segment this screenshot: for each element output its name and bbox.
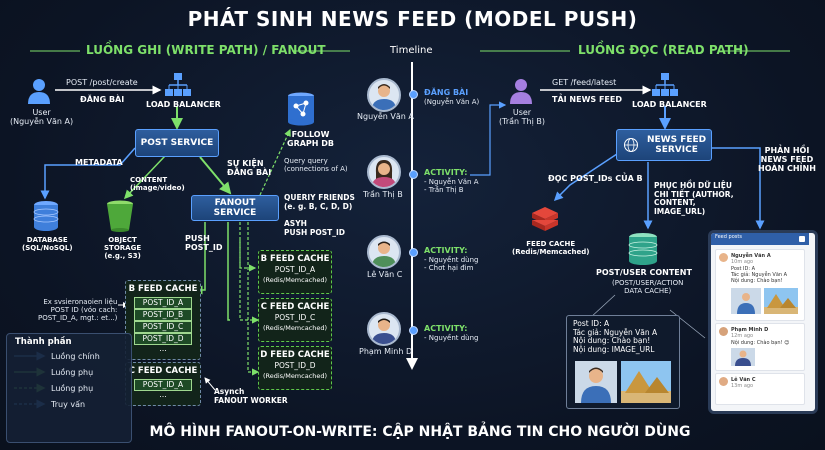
avatar-d [367, 312, 401, 346]
avatar-b [367, 155, 401, 189]
get-request-label: GET /feed/latest [552, 78, 617, 87]
post-image [764, 288, 798, 314]
timeline-name-b: Trần Thị B [363, 190, 403, 199]
response-label: PHẢN HỒI NEWS FEED HOÀN CHỈNH [758, 146, 816, 174]
page-title: PHÁT SINH NEWS FEED (MODEL PUSH) [187, 7, 638, 31]
user-a-label: User (Nguyễn Văn A) [10, 108, 74, 127]
feed-cache-label: FEED CACHE (Redis/Memcached) [512, 240, 590, 257]
user-b-icon [510, 79, 532, 104]
arrow-response [712, 147, 765, 230]
content-db-icon [628, 233, 658, 265]
user-b-label: User (Trần Thị B) [499, 108, 545, 127]
fanout-service-box: FANOUT SERVICE [191, 195, 279, 221]
load-balancer-icon [652, 73, 678, 96]
c-feed-cache: C FEED CACHE POST_ID_A ... [125, 362, 201, 406]
object-storage-label: OBJECT STORAGE (e.g., S3) [104, 236, 142, 261]
arrow-follow-query [259, 128, 291, 196]
avatar [719, 253, 728, 262]
timeline-dot [409, 170, 418, 179]
legend-item: Truy vấn [51, 400, 86, 409]
feed-post[interactable]: Nguyễn Văn A 10m ago Post ID: A Tác giả:… [715, 249, 805, 321]
write-path-header: LUỒNG GHI (WRITE PATH) / FANOUT [86, 43, 326, 57]
redis-icon [532, 207, 558, 231]
post-user-content-label: POST/USER CONTENT [596, 268, 692, 277]
database-label: DATABASE (SQL/NoSQL) [22, 236, 73, 253]
timeline-header: Timeline [390, 45, 433, 56]
news-feed-service-box: NEWS FEED SERVICE [616, 129, 712, 161]
arrow-read-cache [553, 151, 621, 202]
ex-note: Ex svsieronaoien liệu POST ID (vóo cach:… [38, 298, 118, 323]
post-service-box: POST SERVICE [135, 129, 219, 157]
avatar [719, 377, 728, 386]
legend: Thành phần Luồng chính Luồng phụ Luồng p… [6, 333, 132, 443]
post-image [621, 361, 671, 403]
bucket-icon [107, 200, 133, 232]
timeline-dot [409, 326, 418, 335]
arrow-post-fanout [199, 156, 232, 195]
timeline-dot [409, 248, 418, 257]
event-label: SỰ KIỆN ĐĂNG BÀI [227, 159, 272, 178]
timeline-dot [409, 90, 418, 99]
query-connections-label: Query query (connections of A) [284, 157, 348, 174]
post-request-label: POST /post/create [66, 78, 138, 87]
post-photo [731, 288, 761, 314]
author-photo [575, 361, 617, 403]
globe-icon [624, 138, 638, 152]
post-user-sub-label: (POST/USER/ACTION DATA CACHE) [612, 279, 684, 296]
async-worker-label: Asynch FANOUT WORKER [214, 387, 288, 405]
read-post-ids-label: ĐỌC POST_IDs CỦA B [548, 174, 643, 183]
read-path-header: LUỒNG ĐỌC (READ PATH) [578, 43, 749, 57]
query-friends-label: QUERIY FRIENDS (e. g. B, C, D, D) [284, 193, 355, 211]
timeline-name-d: Phạm Minh D [359, 347, 413, 356]
metadata-label: METADATA [75, 158, 123, 167]
follow-graph-label: FOLLOW GRAPH DB [287, 130, 334, 149]
load-balancer-read-label: LOAD BALANCER [632, 100, 707, 109]
avatar-c [367, 235, 401, 269]
feed-post[interactable]: Lê Văn C 13m ago [715, 373, 805, 405]
legend-item: Luồng phụ [51, 384, 94, 393]
phone-feed: Feed posts Nguyễn Văn A 10m ago Post ID:… [708, 230, 818, 414]
arrow-metadata [40, 147, 136, 200]
b-feed-cache-small: B FEED CACHE POST_ID_A (Redis/Memcached) [258, 250, 332, 294]
d-feed-cache-small: D FEED CACHE POST_ID_D (Redis/Memcached) [258, 346, 332, 390]
database-icon [33, 201, 59, 231]
load-balancer-icon [165, 73, 191, 96]
timeline-name-c: Lê Văn C [367, 270, 403, 279]
async-push-label: ASYH PUSH POST_ID [284, 219, 346, 237]
b-feed-cache: B FEED CACHE POST_ID_A POST_ID_B POST_ID… [125, 280, 201, 360]
load-balancer-label: LOAD BALANCER [146, 100, 221, 109]
hydrate-label: PHỤC HỒI DỮ LIỆU CHI TIẾT (AUTHOR, CONTE… [654, 181, 734, 216]
content-label: CONTENT (image/video) [130, 176, 185, 193]
c-feed-cache-small: C FEED CACHE POST_ID_C (Redis/Memcached) [258, 298, 332, 342]
avatar [719, 327, 728, 336]
post-action-label: ĐĂNG BÀI [80, 95, 125, 104]
timeline-name-a: Nguyễn Văn A [357, 112, 414, 121]
user-a-icon [28, 79, 50, 104]
graph-db-icon [288, 92, 314, 126]
footer-caption: MÔ HÌNH FANOUT-ON-WRITE: CẬP NHẬT BẢNG T… [149, 424, 691, 440]
legend-item: Luồng chính [51, 352, 100, 361]
get-action-label: TẢI NEWS FEED [552, 95, 622, 104]
feed-post[interactable]: Phạm Minh D 12m ago Nội dung: Chào bạn! … [715, 323, 805, 371]
menu-icon[interactable] [799, 236, 805, 242]
post-detail-card: Post ID: A Tác giả: Nguyễn Văn A Nội dun… [566, 315, 680, 409]
avatar-a [367, 78, 401, 112]
push-post-label: PUSH POST_ID [185, 234, 223, 253]
phone-header: Feed posts [711, 233, 809, 245]
legend-item: Luồng phụ [51, 368, 94, 377]
post-photo [731, 348, 755, 366]
arrow-content [123, 155, 166, 200]
